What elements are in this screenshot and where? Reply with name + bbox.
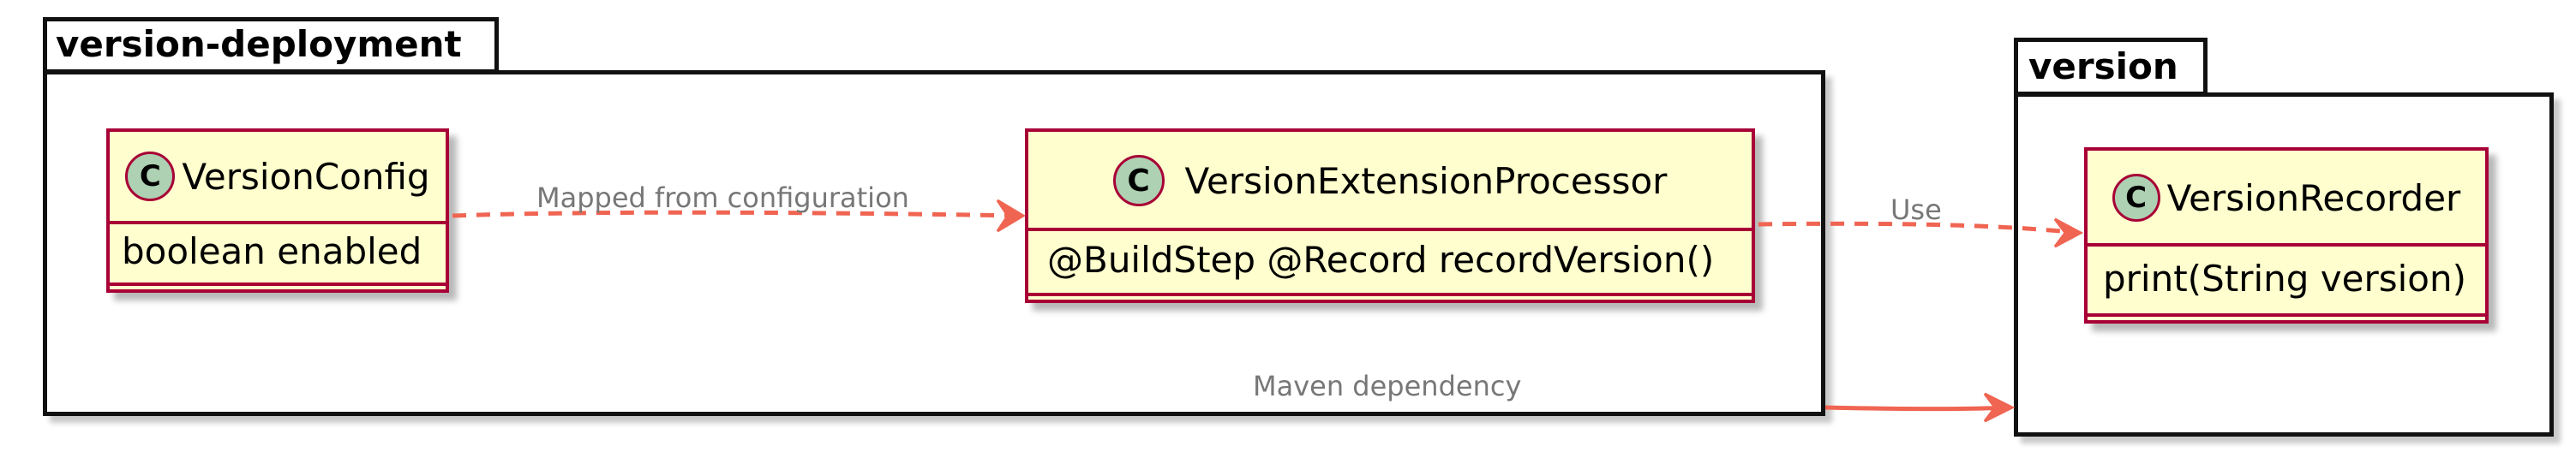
edge-config-to-processor (452, 210, 1022, 218)
class-version-extension-processor-divider (1028, 228, 1752, 231)
class-version-config-header: C VersionConfig (110, 132, 446, 221)
package-version-tab: version (2014, 38, 2208, 96)
class-version-recorder-header: C VersionRecorder (2088, 151, 2485, 245)
class-version-recorder-divider-2 (2088, 313, 2485, 317)
edge-label-use: Use (1890, 193, 1942, 226)
class-version-extension-processor[interactable]: C VersionExtensionProcessor @BuildStep @… (1025, 128, 1755, 303)
package-version-label: version (2028, 45, 2178, 87)
class-version-recorder[interactable]: C VersionRecorder print(String version) (2084, 147, 2489, 324)
class-version-extension-processor-method: @BuildStep @Record recordVersion() (1047, 239, 1715, 281)
edge-label-maven-dependency: Maven dependency (1253, 370, 1522, 402)
class-version-config-divider (110, 221, 446, 224)
edge-processor-to-recorder (1758, 221, 2080, 235)
class-version-config-divider-2 (110, 282, 446, 286)
edge-label-mapped-from-configuration: Mapped from configuration (536, 181, 909, 214)
package-version-deployment-label: version-deployment (56, 23, 462, 65)
arrowhead-processor-to-recorder (2053, 217, 2084, 248)
class-version-config-field: boolean enabled (122, 230, 422, 272)
edge-deployment-to-version (1824, 405, 2011, 411)
class-version-recorder-divider (2088, 243, 2485, 247)
class-version-extension-processor-name: VersionExtensionProcessor (1184, 159, 1668, 202)
class-version-recorder-method: print(String version) (2103, 258, 2466, 300)
class-stereotype-icon: C (2112, 174, 2160, 222)
arrowhead-deployment-to-version (1983, 392, 2016, 423)
arrowhead-config-to-processor (996, 199, 1026, 233)
class-version-config[interactable]: C VersionConfig boolean enabled (106, 128, 449, 293)
class-version-config-name: VersionConfig (182, 155, 430, 198)
class-stereotype-icon: C (1112, 155, 1165, 206)
class-version-extension-processor-divider-2 (1028, 293, 1752, 296)
package-version-deployment-tab: version-deployment (43, 17, 499, 74)
class-version-extension-processor-header: C VersionExtensionProcessor (1028, 132, 1752, 229)
class-stereotype-icon: C (125, 152, 176, 201)
class-version-recorder-name: VersionRecorder (2166, 176, 2461, 219)
